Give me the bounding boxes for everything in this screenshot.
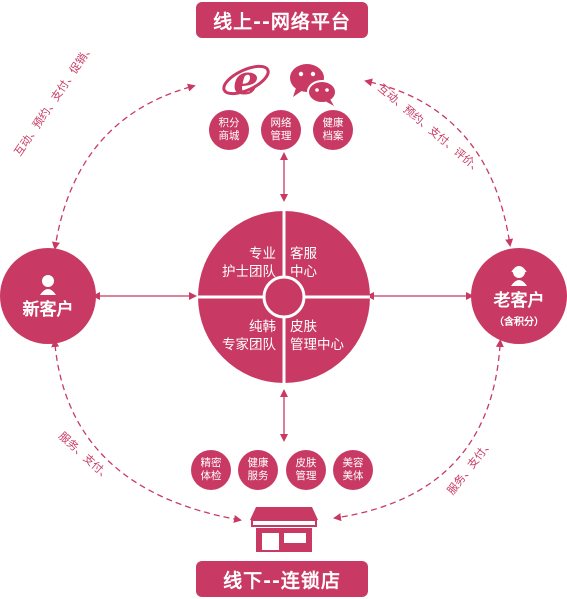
arc-top-left bbox=[51, 83, 196, 250]
offline-store-title: 线下--连锁店 bbox=[223, 569, 341, 592]
offline-item-beauty-body: 美容 美体 bbox=[333, 450, 373, 490]
online-item-health-records: 健康 档案 bbox=[313, 110, 353, 150]
svg-text:e: e bbox=[233, 57, 258, 104]
center-circle bbox=[198, 211, 370, 383]
online-item-network-management: 网络 管理 bbox=[261, 110, 301, 150]
storefront-icon bbox=[250, 507, 318, 552]
arc-top-right bbox=[364, 78, 514, 247]
center-q2-label: 客服 中心 bbox=[290, 246, 317, 280]
online-platform-title: 线上--网络平台 bbox=[213, 10, 351, 33]
offline-item-health-service: 健康 服务 bbox=[238, 450, 278, 490]
center-q1-label: 专业 护士团队 bbox=[222, 246, 276, 280]
offline-store-banner: 线下--连锁店 bbox=[196, 561, 368, 597]
old-customer-subtitle: （含积分） bbox=[494, 317, 544, 328]
center-q3-label: 纯韩 专家团队 bbox=[222, 319, 276, 353]
offline-item-precision-checkup: 精密 体检 bbox=[191, 450, 231, 490]
center-q4-label: 皮肤 管理中心 bbox=[290, 319, 344, 353]
new-customer-node: 新客户 bbox=[0, 248, 96, 344]
wechat-icon bbox=[290, 64, 337, 106]
new-customer-title: 新客户 bbox=[22, 299, 74, 320]
arc-bottom-left bbox=[51, 339, 242, 523]
person-headset-icon bbox=[511, 266, 527, 286]
offline-item-skin-management: 皮肤 管理 bbox=[286, 450, 326, 490]
arc-bottom-right bbox=[333, 339, 504, 522]
internet-explorer-icon: e bbox=[222, 57, 270, 104]
online-item-points-mall: 积分 商城 bbox=[209, 110, 249, 150]
old-customer-title: 老客户 bbox=[493, 291, 545, 311]
old-customer-node: 老客户 （含积分） bbox=[471, 248, 567, 344]
person-female-icon bbox=[40, 274, 56, 295]
online-platform-banner: 线上--网络平台 bbox=[196, 2, 368, 38]
